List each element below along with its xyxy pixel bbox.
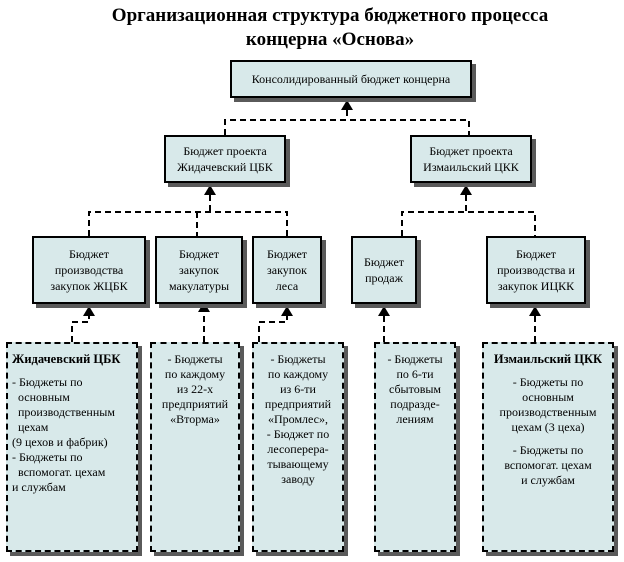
- box-production-zhcbk: Бюджет производства закупок ЖЦБК: [32, 236, 146, 304]
- title-line-2: концерна «Основа»: [245, 29, 415, 50]
- connector-top: [224, 110, 470, 135]
- box-project-zhcbk: Бюджет проекта Жидачевский ЦБК: [164, 135, 286, 183]
- title-line-1: Организационная структура бюджетного про…: [111, 5, 549, 26]
- box-project-icckk: Бюджет проекта Измаильский ЦКК: [410, 135, 532, 183]
- diagram-title: Организационная структура бюджетного про…: [80, 4, 580, 52]
- note-sales-units: - Бюджеты по 6-ти сбытовым подразде- лен…: [374, 342, 456, 552]
- note-vtorma-budgets: - Бюджеты по каждому из 22-х предприятий…: [150, 342, 240, 552]
- box-timber-purchase: Бюджет закупок леса: [252, 236, 322, 304]
- connector-zhcbk: [88, 195, 288, 236]
- box-consolidated-budget: Консолидированный бюджет концерна: [230, 60, 472, 98]
- arrowheads: [83, 100, 541, 316]
- box-sales-budget: Бюджет продаж: [351, 236, 417, 304]
- box-wastepaper-purchase: Бюджет закупок макулатуры: [155, 236, 243, 304]
- note-promles-budgets: - Бюджеты по каждому из 6-ти предприятий…: [252, 342, 344, 552]
- note-zhcbk-details: Жидачевский ЦБК - Бюджеты по основным пр…: [6, 342, 138, 552]
- note-icckk-details: Измаильский ЦКК - Бюджеты по основным пр…: [482, 342, 614, 552]
- connector-icckk: [401, 195, 536, 236]
- connector-notes: [71, 312, 536, 342]
- box-production-icckk: Бюджет производства и закупок ИЦКК: [486, 236, 586, 304]
